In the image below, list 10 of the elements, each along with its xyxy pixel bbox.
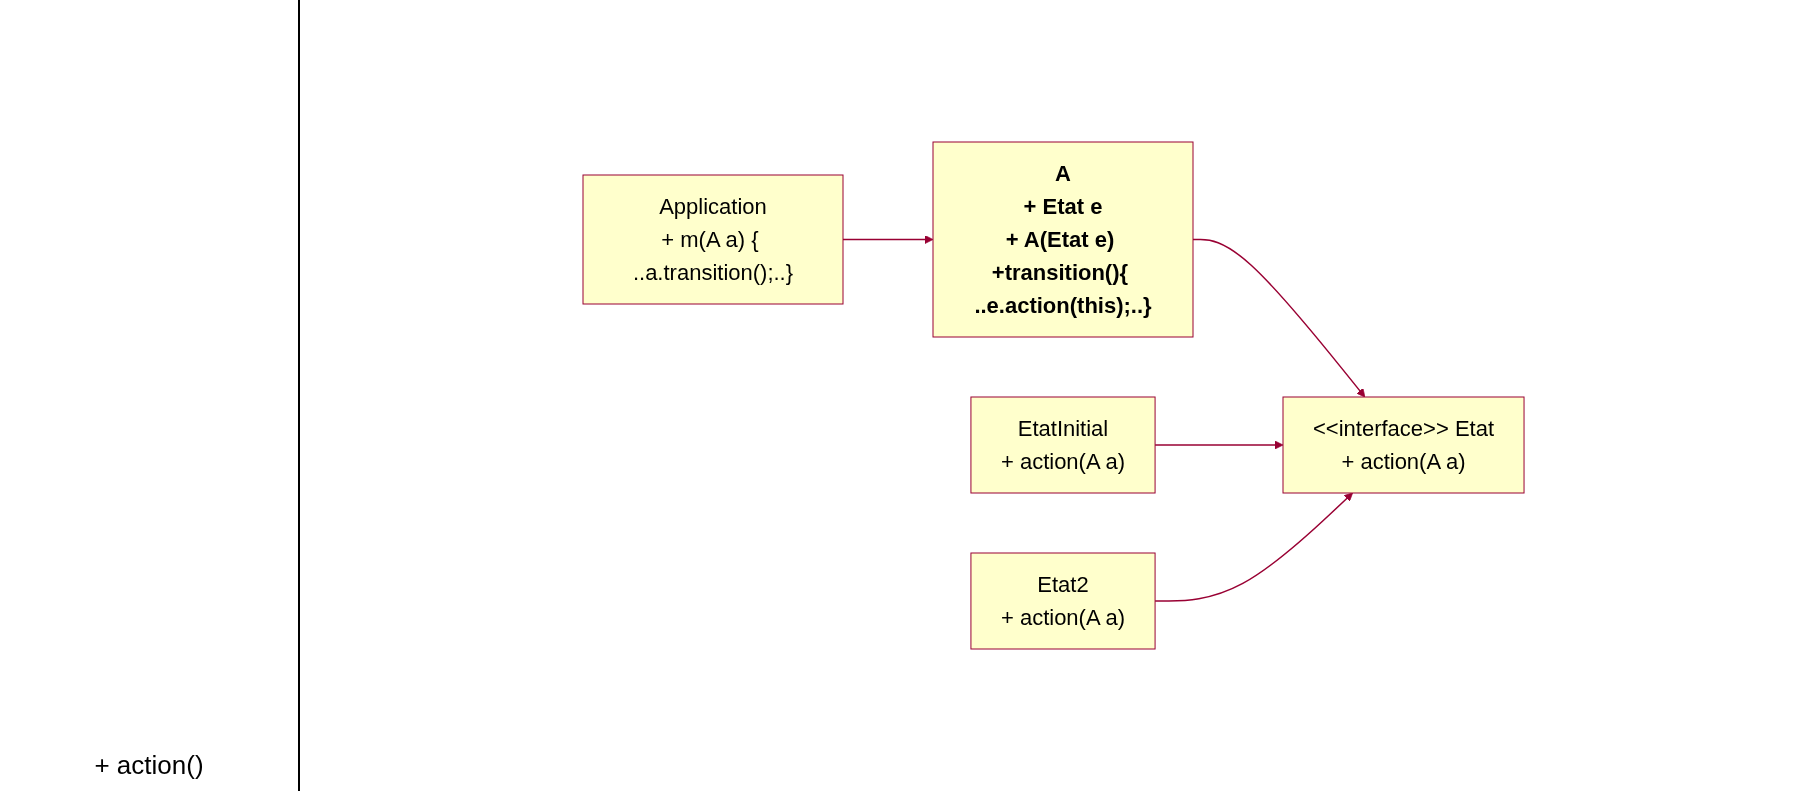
node-box: EtatInitial + action(A a) xyxy=(970,396,1156,494)
arrow xyxy=(842,235,934,244)
arrow xyxy=(1154,492,1353,602)
node-box: Etat2 + action(A a) xyxy=(970,552,1156,650)
arrow xyxy=(1154,440,1284,450)
node-box: A + Etat e + A(Etat e) +transition(){ ..e.action(this);..} xyxy=(932,141,1194,338)
node-box: <<interface>> Etat + action(A a) xyxy=(1282,396,1525,494)
method-note: + action() xyxy=(94,750,204,781)
node-box: Application + m(A a) { ..a.transition();..} xyxy=(582,174,844,305)
arrow xyxy=(1192,238,1366,398)
